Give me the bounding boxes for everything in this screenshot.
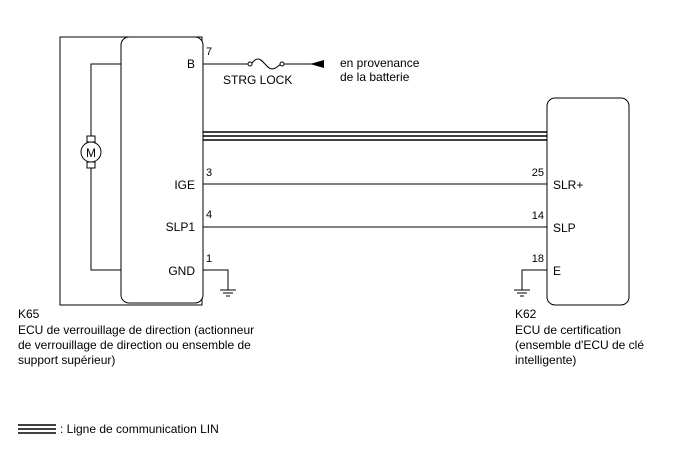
k62-description-line-2: (ensemble d'ECU de clé [515,338,644,352]
k65-terminal-b-label: B [187,57,195,71]
k62-component: SLR+ SLP E 25 14 18 K62 ECU de certifica… [515,97,644,367]
k62-ecu-box [546,97,630,306]
k62-description-line-1: ECU de certification [515,323,621,337]
k65-ground-icon [203,269,236,297]
k65-pin-3: 3 [206,167,212,179]
lin-line-legend-icon [18,424,56,434]
k65-terminal-ige-label: IGE [174,178,195,192]
battery-source-line-1: en provenance [340,56,420,70]
k65-description-line-2: de verrouillage de direction ou ensemble… [18,338,251,352]
motor-symbol-label: M [86,146,96,160]
k65-ecu-box [120,36,204,304]
k62-terminal-e-label: E [553,264,561,278]
k65-pin-1: 1 [206,253,212,265]
fuse-label: STRG LOCK [223,73,292,87]
k62-pin-25: 25 [532,167,544,179]
legend: : Ligne de communication LIN [18,422,219,436]
motor-icon: M [80,135,102,169]
k65-code: K65 [18,307,40,321]
k62-pin-18: 18 [532,253,544,265]
k65-description-line-1: ECU de verrouillage de direction (action… [18,323,254,337]
k62-ground-icon [514,269,547,297]
k65-terminal-gnd-label: GND [168,264,195,278]
power-feed: STRG LOCK en provenance de la batterie [203,56,420,87]
legend-text: : Ligne de communication LIN [60,422,219,436]
battery-source-line-2: de la batterie [340,70,410,84]
fuse-icon [249,58,283,70]
k62-terminal-slr-plus-label: SLR+ [553,178,583,192]
k65-terminal-slp1-label: SLP1 [166,220,196,234]
k65-pin-7: 7 [206,46,212,58]
k62-code: K62 [515,307,537,321]
k65-pin-4: 4 [206,209,212,221]
k65-component: M B IGE SLP1 GND 7 3 4 1 K65 ECU de verr… [18,36,254,367]
k62-description-line-3: intelligente) [515,353,576,367]
k62-pin-14: 14 [532,210,544,222]
lin-communication-line [203,131,547,141]
battery-arrow-icon [310,60,324,68]
k62-terminal-slp-label: SLP [553,221,576,235]
k65-description-line-3: support supérieur) [18,353,115,367]
